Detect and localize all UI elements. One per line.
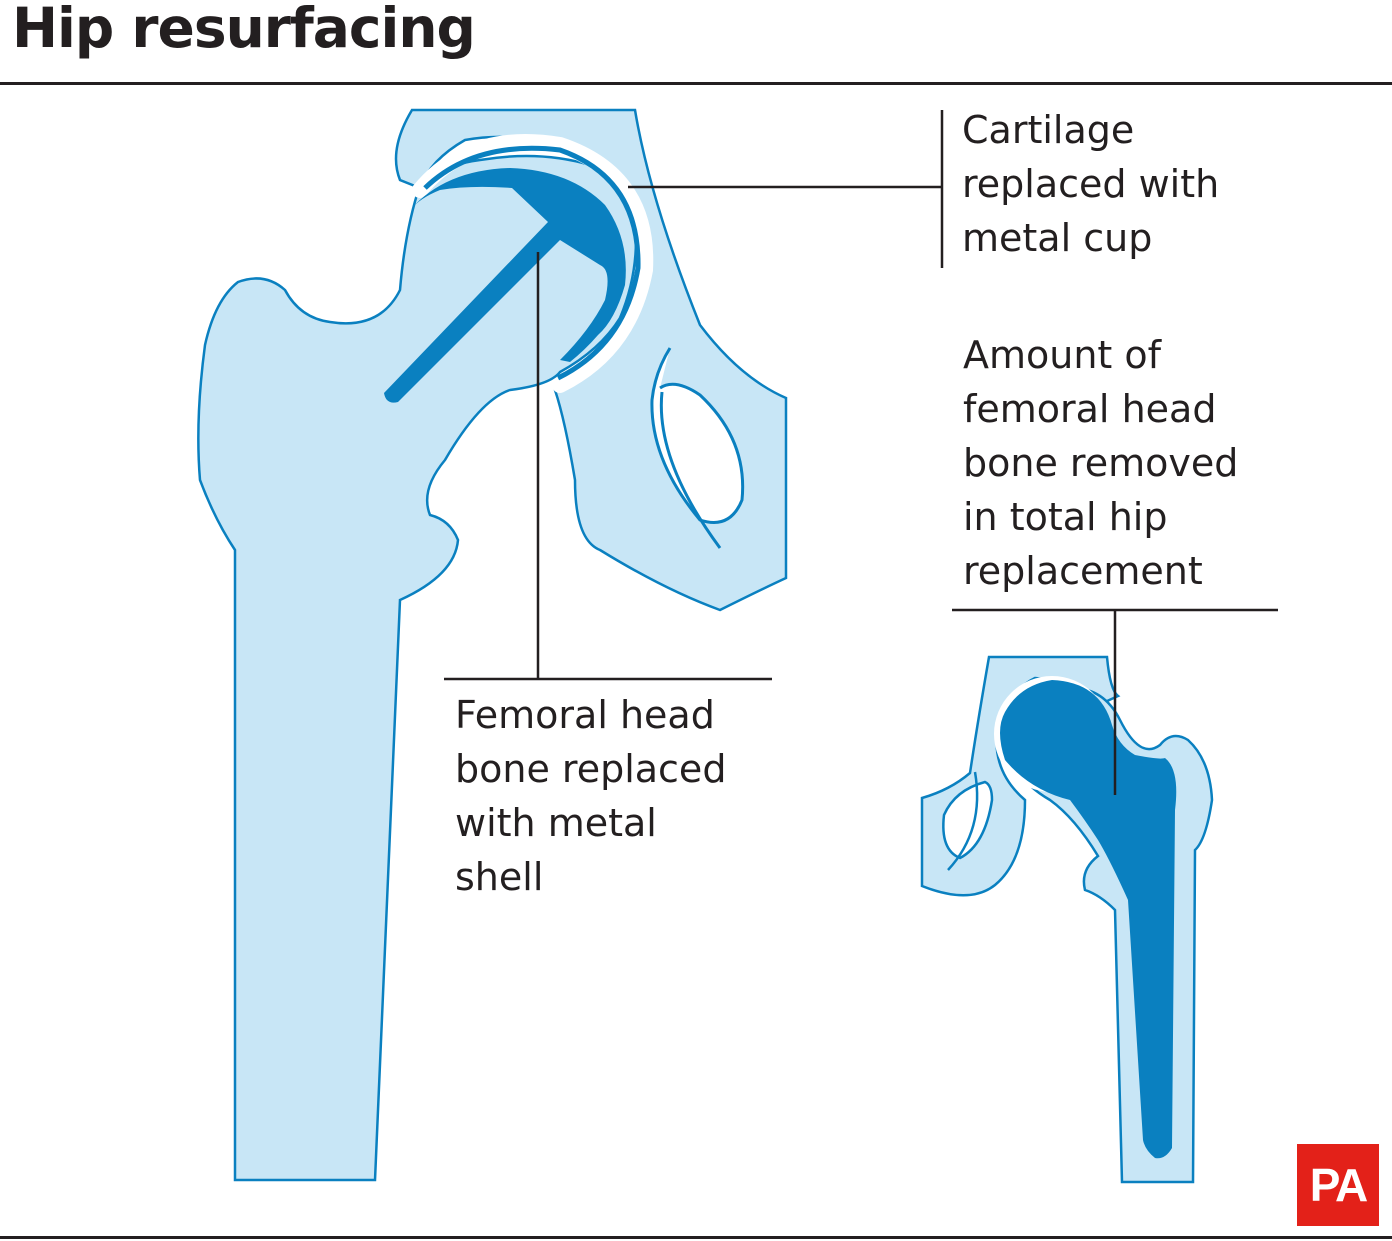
amount-removed-label: Amount of femoral head bone removed in t… bbox=[963, 328, 1238, 598]
cartilage-label-line: metal cup bbox=[962, 216, 1153, 260]
amount-label-line: replacement bbox=[963, 549, 1203, 593]
femoral-label-line: Femoral head bbox=[455, 693, 715, 737]
femoral-head-label: Femoral head bone replaced with metal sh… bbox=[455, 688, 726, 904]
small-obturator-foramen bbox=[942, 780, 994, 860]
obturator-foramen bbox=[650, 347, 745, 524]
title-divider bbox=[0, 82, 1392, 85]
diagram-title: Hip resurfacing bbox=[12, 0, 476, 60]
femoral-label-line: bone replaced bbox=[455, 747, 727, 791]
cup-gap bbox=[412, 134, 654, 393]
foramen-ridge bbox=[659, 391, 722, 549]
amount-label-line: bone removed bbox=[963, 441, 1239, 485]
metal-shell bbox=[384, 168, 626, 403]
small-foramen-ridge bbox=[947, 771, 979, 871]
femur-bone bbox=[197, 154, 638, 1182]
bottom-divider bbox=[0, 1236, 1392, 1239]
metal-cup bbox=[423, 145, 641, 381]
cartilage-label-line: Cartilage bbox=[962, 108, 1135, 152]
cartilage-label: Cartilage replaced with metal cup bbox=[962, 103, 1219, 265]
femoral-label-line: with metal bbox=[455, 801, 657, 845]
femoral-label-line: shell bbox=[455, 855, 544, 899]
amount-label-line: Amount of bbox=[963, 333, 1162, 377]
cartilage-label-line: replaced with bbox=[962, 162, 1220, 206]
amount-label-line: femoral head bbox=[963, 387, 1217, 431]
pa-logo: PA bbox=[1297, 1144, 1379, 1226]
hip-implant bbox=[1000, 680, 1177, 1159]
amount-label-line: in total hip bbox=[963, 495, 1168, 539]
